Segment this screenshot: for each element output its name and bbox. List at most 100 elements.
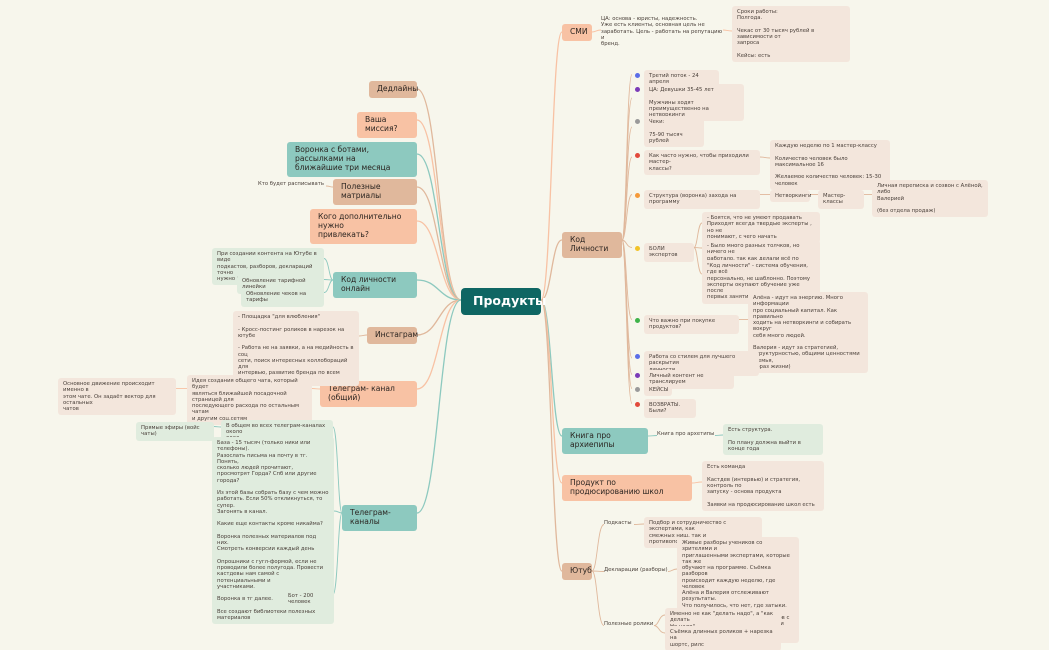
connector-line [540, 299, 563, 484]
connector-line [416, 88, 462, 301]
node-kl-online[interactable]: Код личности онлайн [333, 272, 417, 298]
connector-line [653, 614, 666, 626]
connector-line [540, 299, 563, 437]
bullet-dot-icon [635, 119, 640, 124]
bullet-dot-icon [635, 354, 640, 359]
connector-line [213, 426, 222, 428]
connector-line [693, 247, 703, 249]
connector-line [311, 388, 321, 390]
bullet-dot-icon [635, 87, 640, 92]
connector-line [621, 239, 633, 248]
bullet-dot-icon [635, 387, 640, 392]
node-k5a[interactable]: Нетворкинги [770, 190, 811, 203]
connector-line [416, 119, 462, 301]
node-k5c[interactable]: Личная переписка и созвон с Алёной, либо… [872, 180, 988, 218]
node-attract[interactable]: Кого дополнительно нужно привлекать? [310, 209, 417, 244]
node-k3[interactable]: Чеки: 75-90 тысяч рублей [644, 116, 704, 147]
node-yt-pod[interactable]: Подкасты [604, 520, 632, 526]
connector-line [323, 258, 334, 281]
node-smi[interactable]: СМИ [562, 24, 592, 41]
connector-line [621, 194, 633, 241]
node-k6[interactable]: БОЛИ экспертов [644, 243, 694, 262]
bullet-dot-icon [635, 73, 640, 78]
node-tgc2[interactable]: Основное движение происходит именно в эт… [58, 378, 176, 416]
connector-line [358, 334, 368, 337]
node-useful[interactable]: Полезные матриалы [333, 179, 417, 205]
node-tch2[interactable]: База - 15 тысяч (только ники или телефон… [212, 437, 334, 625]
node-k5[interactable]: Структура (воронка) захода на программу [644, 190, 760, 209]
node-root[interactable]: Продукты [461, 288, 546, 315]
connector-line [325, 185, 334, 188]
node-in1[interactable]: - Площадка "для влюбления" - Кросс-пости… [233, 311, 359, 386]
node-k7[interactable]: Что важно при покупке продуктов? [644, 315, 739, 334]
connector-line [416, 186, 462, 301]
node-tg-channels[interactable]: Телеграм-каналы [342, 505, 417, 531]
node-tch-live[interactable]: Прямые эфиры (войс чаты) [136, 422, 214, 441]
bullet-dot-icon [635, 318, 640, 323]
connector-line [693, 222, 703, 248]
node-tch-bot[interactable]: Бот - 200 человек [283, 590, 333, 609]
node-smi-ca[interactable]: ЦА: основа - юристы, надежность. Уже ест… [601, 16, 723, 47]
node-kod[interactable]: Код Личности [562, 232, 622, 258]
node-tgc1[interactable]: Идея создания общего чата, который будет… [187, 375, 312, 425]
connector-line [591, 29, 602, 33]
node-k10[interactable]: КЕЙСЫ [644, 384, 672, 397]
connector-line [759, 156, 771, 159]
connector-line [540, 299, 563, 572]
connector-line [416, 279, 462, 301]
node-u-who[interactable]: Кто будет расписывать [258, 181, 324, 187]
connector-line [633, 523, 645, 525]
node-k1[interactable]: Третий поток - 24 апреля [644, 70, 719, 89]
connector-line [591, 570, 605, 572]
bullet-dot-icon [635, 246, 640, 251]
connector-line [333, 510, 343, 514]
connector-line [621, 239, 633, 389]
node-yt-pol[interactable]: Полезные ролики [604, 621, 654, 627]
node-klo3[interactable]: Обновление чеков на тарифы [241, 288, 324, 307]
connector-line [621, 239, 633, 404]
node-yt-pol2[interactable]: Съёмка длинных роликов + нарезка на шорт… [665, 626, 781, 650]
connector-line [332, 426, 343, 514]
connector-line [722, 29, 733, 32]
connector-line [667, 568, 678, 572]
node-k4[interactable]: Как часто нужно, чтобы приходили мастер-… [644, 150, 760, 175]
bullet-dot-icon [635, 402, 640, 407]
node-k4a[interactable]: Каждую неделю по 1 мастер-классу Количес… [770, 140, 890, 190]
connector-line [416, 153, 462, 301]
node-smi-n[interactable]: Сроки работы: Полгода. Чекас от 30 тысяч… [732, 6, 850, 62]
node-k5b[interactable]: Мастер-классы [818, 190, 864, 209]
node-dedlines[interactable]: Дедлайны [369, 81, 418, 98]
node-kn1[interactable]: Книга про архетипы [657, 431, 715, 437]
connector-line [416, 299, 462, 336]
connector-line [691, 481, 703, 484]
node-yt-dec[interactable]: Декларации (разборы) [604, 567, 668, 573]
node-k2[interactable]: ЦА: Девушки 35-45 лет Мужчины ходят преи… [644, 84, 744, 122]
node-prod-shk[interactable]: Продукт по продюсированию школ [562, 475, 692, 501]
connector-line [591, 570, 605, 626]
node-kniga[interactable]: Книга про архиепипы [562, 428, 648, 454]
node-k6a[interactable]: - Боятся, что не умеют продавать Приходя… [702, 212, 820, 243]
connector-line [693, 247, 703, 275]
bullet-dot-icon [635, 373, 640, 378]
node-mission[interactable]: Ваша миссия? [357, 112, 417, 138]
connector-line [416, 299, 462, 514]
connector-line [416, 220, 462, 301]
connector-line [323, 279, 334, 293]
node-funnel[interactable]: Воронка с ботами, рассылками на ближайши… [287, 142, 417, 177]
connector-line [591, 524, 605, 572]
connector-line [647, 435, 658, 437]
connector-line [714, 434, 724, 436]
connector-line [540, 31, 563, 301]
connector-line [653, 625, 666, 634]
node-yt[interactable]: Ютуб [562, 563, 592, 580]
node-k9[interactable]: Личный контент не транслируем [644, 370, 734, 389]
connector-line [332, 512, 343, 595]
connector-line [323, 279, 334, 281]
node-kn2[interactable]: Есть структура. По плану должна выйти в … [723, 424, 823, 455]
node-insta[interactable]: Инстаграм [367, 327, 418, 344]
node-k11[interactable]: ВОЗВРАТЫ. Были? [644, 399, 696, 418]
node-k7a[interactable]: Алёна - идут на энергию. Много информаци… [748, 292, 868, 373]
node-ps1[interactable]: Есть команда Кастдев (интервью) и страте… [702, 461, 824, 511]
